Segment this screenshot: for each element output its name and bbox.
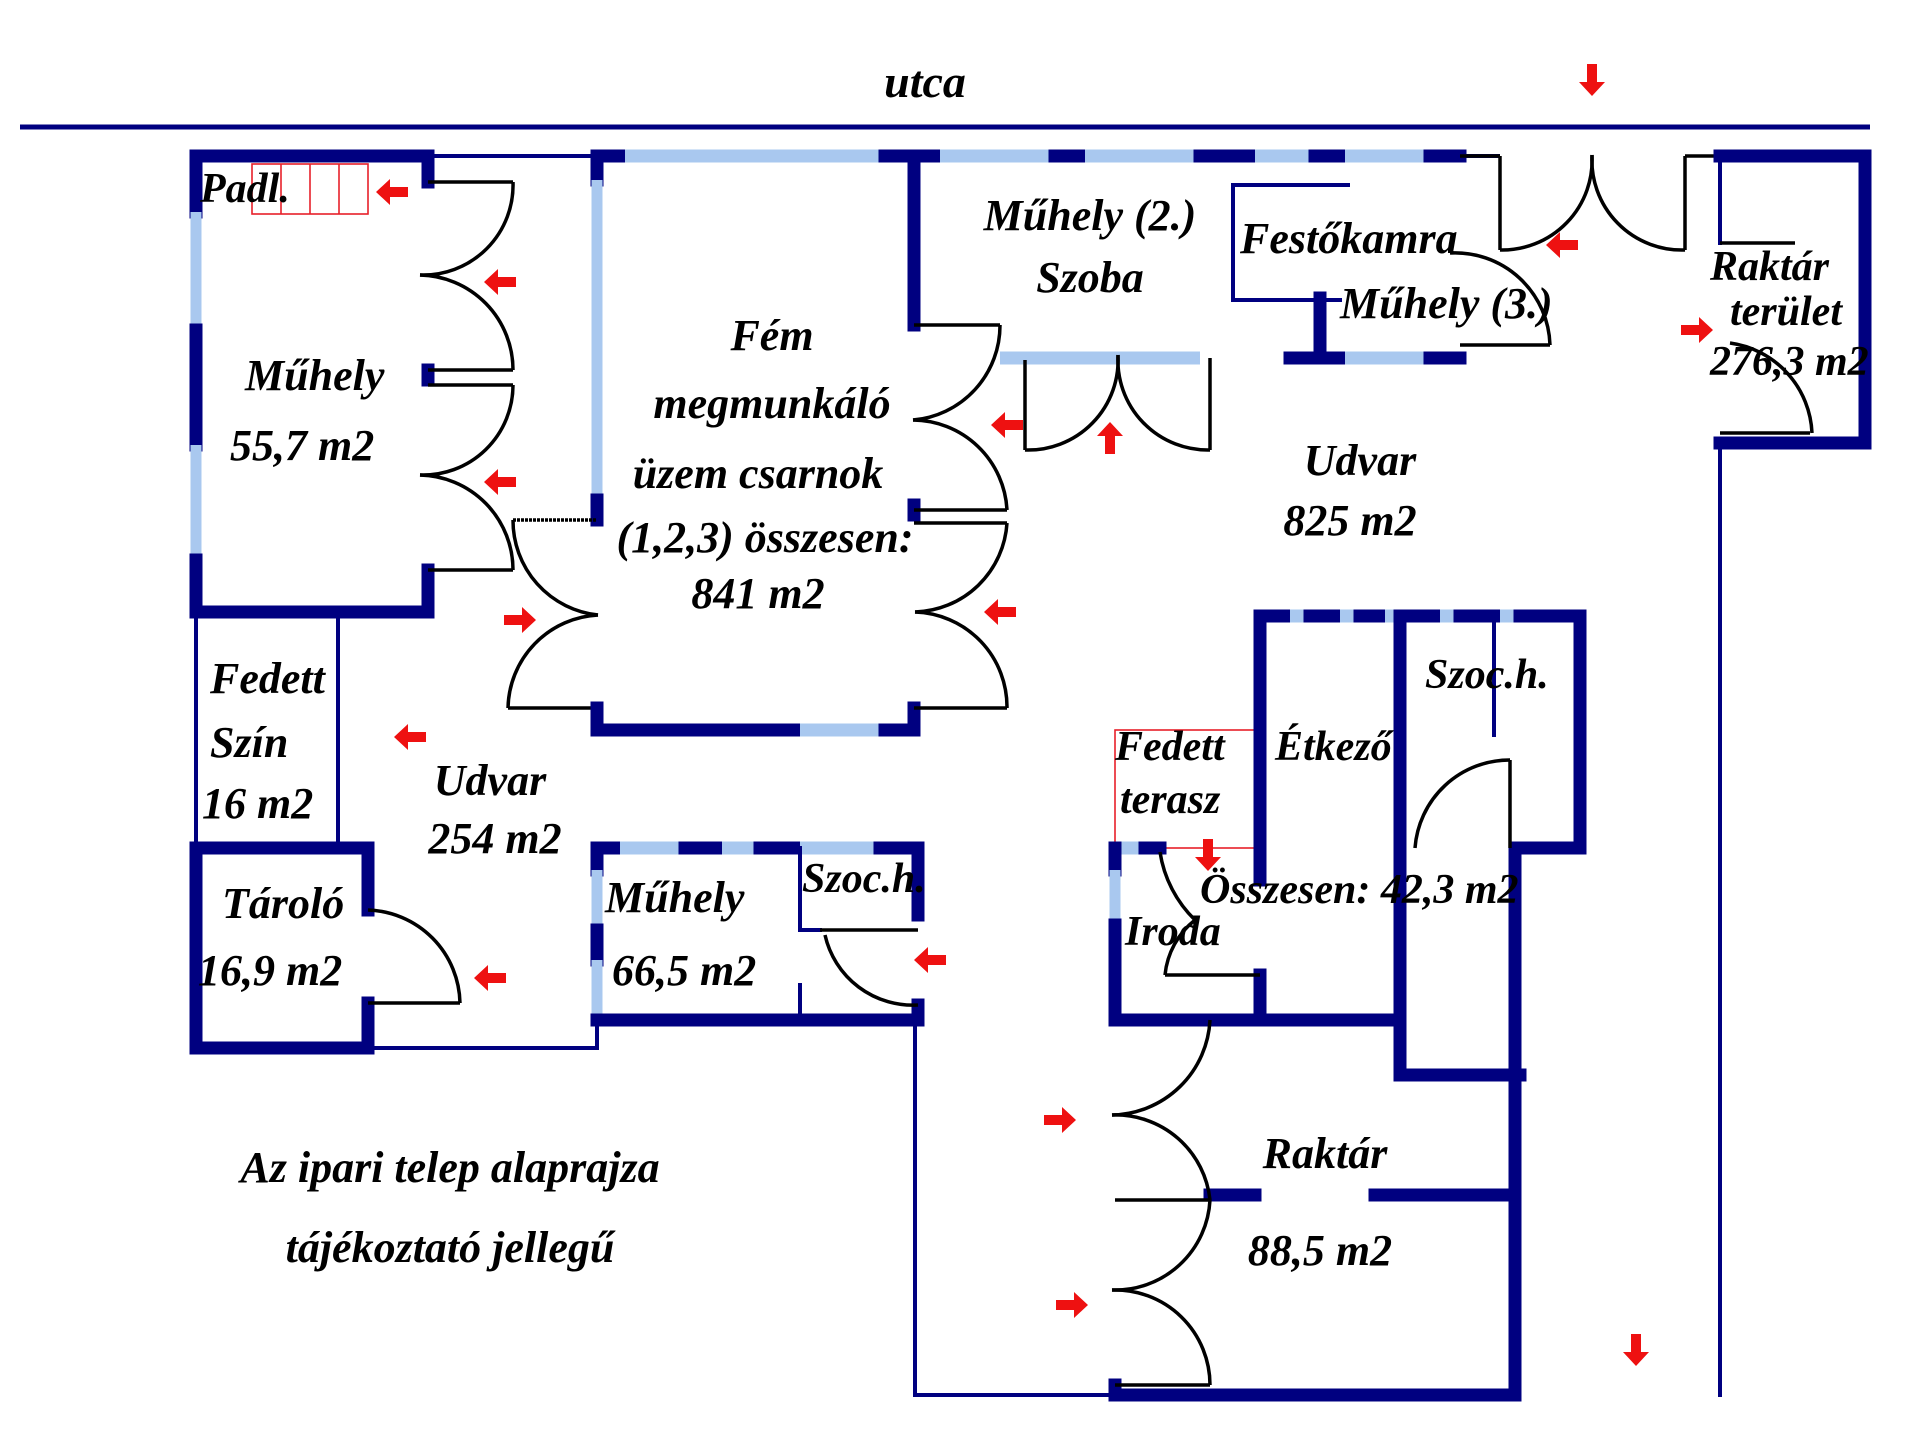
- hall-line3: üzem csarnok: [633, 449, 884, 498]
- social-right-name: Szoc.h.: [1425, 652, 1549, 698]
- entrance-arrow-icon: [1546, 232, 1578, 258]
- workshop-2-sub: Szoba: [1036, 253, 1144, 302]
- workshop-2-name: Műhely (2.): [983, 191, 1197, 240]
- office-block-walls: [1108, 609, 1587, 1082]
- workshop-left-name: Műhely: [244, 351, 385, 400]
- covered-shed-line2: Szín: [210, 718, 288, 767]
- office-block-total: Összesen: 42,3 m2: [1200, 867, 1519, 913]
- entrance-arrow-icon: [376, 179, 408, 205]
- paint-booth-name: Festőkamra: [1239, 214, 1458, 263]
- warehouse-walls: [1108, 1013, 1522, 1402]
- storage-area-area: 276,3 m2: [1709, 339, 1869, 385]
- entrance-arrow-icon: [1056, 1292, 1088, 1318]
- entrance-arrow-icon: [914, 947, 946, 973]
- yard-small-name: Udvar: [434, 756, 547, 805]
- entrance-arrow-icon: [474, 965, 506, 991]
- yard-large-area: 825 m2: [1283, 496, 1416, 545]
- workshop-bottom-area: 66,5 m2: [612, 946, 756, 995]
- entrance-arrow-icon: [1681, 317, 1713, 343]
- storage-small-name: Tároló: [222, 879, 344, 928]
- entrance-arrow-icon: [484, 469, 516, 495]
- yard-small-area: 254 m2: [427, 814, 561, 863]
- warehouse-name: Raktár: [1262, 1129, 1389, 1178]
- covered-shed-walls: [194, 610, 340, 850]
- entrance-arrows: [376, 64, 1713, 1366]
- warehouse-area: 88,5 m2: [1248, 1226, 1392, 1275]
- covered-terrace-line2: terasz: [1120, 777, 1221, 823]
- hall-line1: Fém: [729, 311, 813, 360]
- hall-line2: megmunkáló: [653, 379, 890, 428]
- storage-area-walls: [1713, 149, 1872, 1397]
- covered-shed-area: 16 m2: [202, 779, 313, 828]
- entrance-arrow-icon: [984, 599, 1016, 625]
- workshop-2-3-walls: [1020, 154, 1552, 452]
- storage-area-line2: terület: [1730, 289, 1843, 335]
- storage-area-line1: Raktár: [1709, 244, 1830, 290]
- workshop-left-area: 55,7 m2: [230, 421, 374, 470]
- office-name: Iroda: [1124, 909, 1221, 955]
- covered-terrace-line1: Fedett: [1114, 724, 1226, 770]
- entrance-arrow-icon: [1044, 1107, 1076, 1133]
- storage-small-walls: [189, 841, 599, 1055]
- caption-line2: tájékoztató jellegű: [286, 1223, 616, 1272]
- entrance-arrow-icon: [1623, 1334, 1649, 1366]
- loft-stairs: [251, 163, 369, 215]
- street-label: utca: [884, 56, 966, 107]
- workshop-left-doors: [419, 180, 515, 571]
- covered-shed-line1: Fedett: [209, 654, 327, 703]
- hall-walls: [508, 149, 1500, 737]
- workshop-bottom-name: Műhely: [604, 873, 745, 922]
- entrance-arrow-icon: [504, 607, 536, 633]
- entrance-arrow-icon: [394, 724, 426, 750]
- hall-doors: [506, 324, 1009, 709]
- workshop-bottom-walls: [590, 841, 1117, 1397]
- entrance-arrow-icon: [484, 269, 516, 295]
- hall-area: 841 m2: [691, 569, 824, 618]
- hall-line4: (1,2,3) összesen:: [617, 513, 914, 562]
- main-gate: [1499, 154, 1720, 252]
- storage-small-area: 16,9 m2: [198, 946, 342, 995]
- loft-label: Padl.: [199, 166, 290, 212]
- entrance-arrow-icon: [991, 412, 1023, 438]
- entrance-arrow-icon: [1097, 422, 1123, 454]
- workshop-3-name: Műhely (3.): [1339, 279, 1553, 328]
- social-left-name: Szoc.h.: [802, 856, 926, 902]
- entrance-arrow-icon: [1195, 839, 1221, 871]
- yard-large-name: Udvar: [1304, 436, 1417, 485]
- dining-name: Étkező: [1274, 723, 1395, 770]
- caption-line1: Az ipari telep alaprajza: [237, 1143, 659, 1192]
- entrance-arrow-icon: [1579, 64, 1605, 96]
